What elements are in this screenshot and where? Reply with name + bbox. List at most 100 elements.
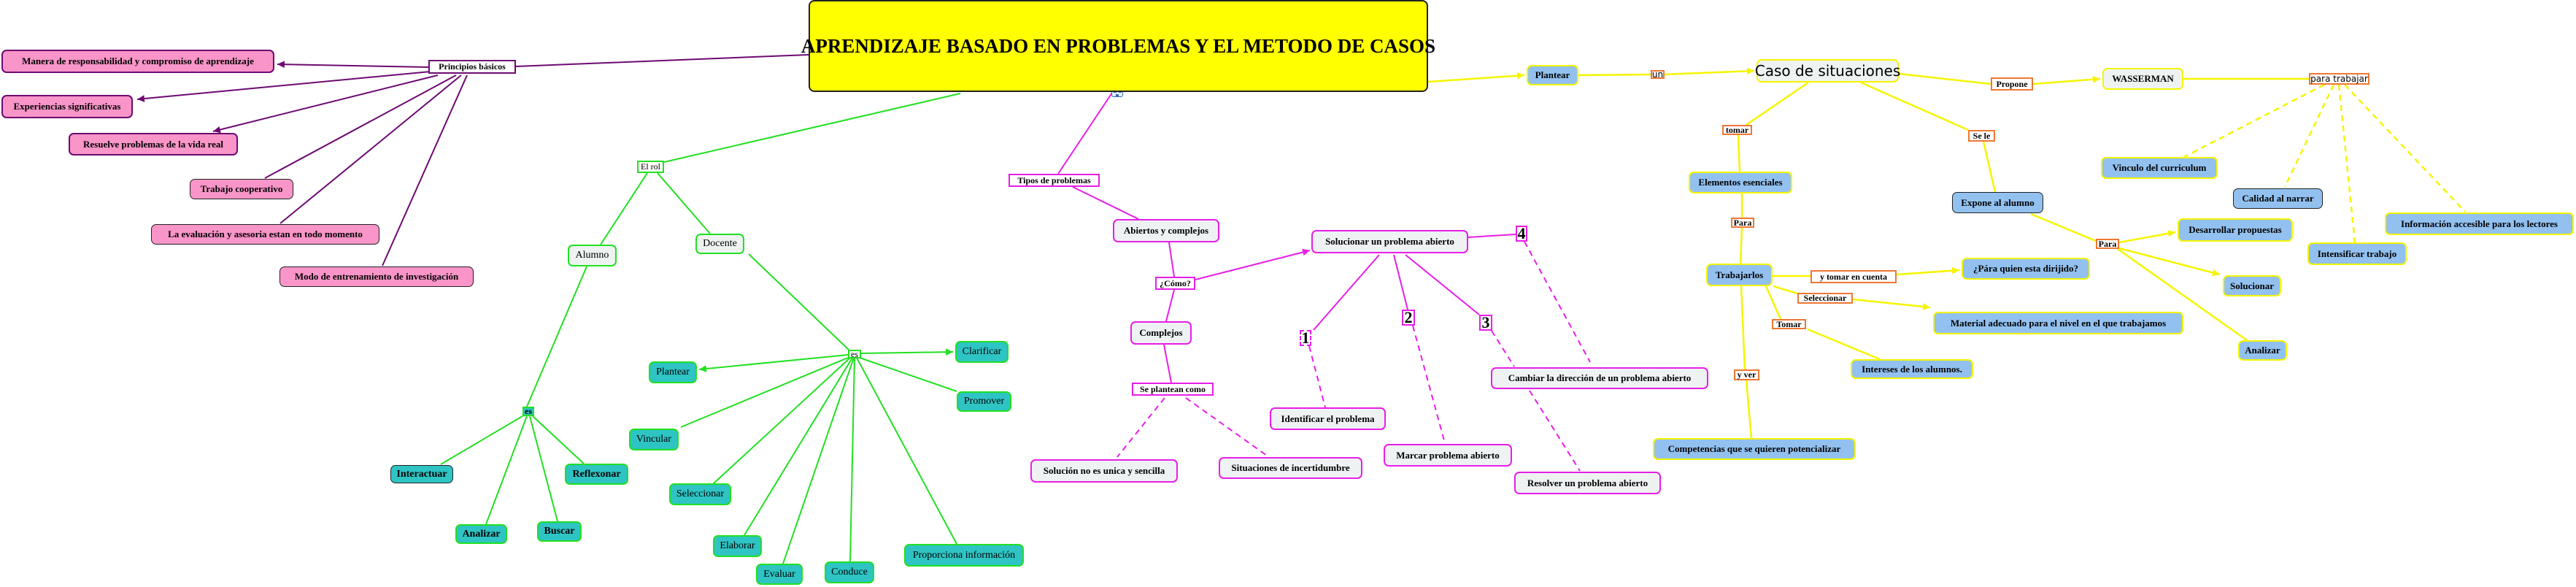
wasserman-item[interactable]: Calidad al narrar — [2233, 188, 2323, 209]
connector-line — [1860, 81, 1969, 131]
connector-line — [1072, 186, 1139, 220]
step-node[interactable]: Identificar el problema — [1270, 407, 1386, 430]
connector-line — [1896, 269, 1960, 276]
competencias-node[interactable]: Competencias que se quieren potencializa… — [1653, 438, 1856, 460]
arrowhead-icon — [1516, 72, 1524, 80]
step-node[interactable]: Marcar problema abierto — [1384, 444, 1512, 467]
complejos-node[interactable]: Complejos — [1130, 321, 1192, 345]
docente-item[interactable]: Vincular — [629, 429, 679, 450]
connector-line — [663, 93, 961, 163]
y-tomar-label: y tomar en cuenta — [1810, 270, 1897, 283]
plantean-item[interactable]: Situaciones de incertidumbre — [1219, 457, 1362, 479]
caso-node[interactable]: Caso de situaciones — [1755, 59, 1900, 83]
alumno-node[interactable]: Alumno — [568, 245, 617, 266]
alumno-item[interactable]: Interactuar — [390, 465, 453, 483]
se-plantean-label: Se plantean como — [1132, 383, 1214, 396]
connector-line — [744, 357, 853, 536]
principio-node[interactable]: Resuelve problemas de la vida real — [69, 133, 238, 156]
connector-line — [713, 357, 851, 484]
wasserman-node[interactable]: WASSERMAN — [2102, 68, 2183, 90]
docente-item[interactable]: Evaluar — [756, 564, 803, 585]
arrowhead-icon — [213, 126, 221, 134]
docente-node[interactable]: Docente — [695, 234, 744, 254]
principio-node[interactable]: Experiencias significativas — [1, 95, 133, 118]
solucionar-node[interactable]: Solucionar un problema abierto — [1311, 230, 1468, 253]
es-label: es — [522, 406, 534, 416]
alumno-item[interactable]: Buscar — [537, 521, 582, 542]
dashed-connector — [1529, 390, 1581, 472]
arrowhead-icon — [1951, 266, 1959, 275]
step-node[interactable]: Resolver un problema abierto — [1514, 472, 1661, 494]
plantear-node[interactable]: Plantear — [1527, 65, 1578, 85]
alumno-item[interactable]: Reflexonar — [565, 464, 628, 485]
connector-line — [1405, 254, 1480, 315]
connector-line — [680, 357, 849, 428]
elementos-node[interactable]: Elementos esenciales — [1689, 172, 1792, 193]
wasserman-item[interactable]: Intensificar trabajo — [2307, 242, 2407, 265]
connector-line — [600, 172, 648, 245]
connector-line — [277, 64, 429, 68]
para-trabajar-label: para trabajar — [2309, 73, 2369, 85]
docente-item[interactable]: Proporciona información — [904, 544, 1024, 567]
expone-node[interactable]: Expone al alumno — [1952, 192, 2043, 213]
docente-item[interactable]: Conduce — [825, 561, 874, 583]
material-node[interactable]: Material adecuado para el nivel en el qu… — [1933, 312, 2183, 334]
abiertos-node[interactable]: Abiertos y complejos — [1113, 219, 1219, 242]
connector-line — [136, 71, 431, 100]
connector-line — [382, 74, 468, 266]
expone-item[interactable]: Solucionar — [2223, 275, 2281, 296]
dashed-connector — [1524, 241, 1591, 363]
connector-line — [782, 357, 855, 564]
arrowhead-icon — [137, 95, 145, 102]
connector-line — [2030, 212, 2097, 242]
connector-line — [1746, 81, 1809, 126]
connector-line — [1165, 289, 1175, 322]
trabajarlos-node[interactable]: Trabajarlos — [1706, 264, 1773, 286]
wasserman-item[interactable]: Vinculo del curriculum — [2101, 157, 2218, 179]
connector-line — [1427, 74, 1525, 83]
tipos-label: Tipos de problemas — [1009, 174, 1100, 187]
expone-item[interactable]: Desarrollar propuestas — [2178, 218, 2293, 242]
docente-item[interactable]: Elaborar — [713, 535, 762, 557]
arrowhead-icon — [699, 365, 707, 372]
principio-node[interactable]: La evaluación y asesoria estan en todo m… — [151, 224, 379, 245]
docente-item[interactable]: Seleccionar — [669, 483, 731, 505]
wasserman-item[interactable]: Información accesible para los lectores — [2385, 212, 2574, 235]
expone-item[interactable]: Analizar — [2238, 340, 2287, 361]
connector-line — [1664, 69, 1755, 76]
step-node[interactable]: Cambiar la dirección de un problema abie… — [1491, 367, 1708, 389]
connector-line — [212, 74, 439, 132]
connector-line — [849, 357, 855, 562]
principio-node[interactable]: Modo de entrenamiento de investigación — [279, 266, 474, 287]
principio-node[interactable]: Manera de responsabilidad y compromiso d… — [1, 50, 274, 73]
docente-item[interactable]: Promover — [957, 391, 1011, 412]
se-le-label: Se le — [1968, 130, 1995, 142]
connector-line — [1807, 328, 1881, 361]
dashed-connector — [1491, 330, 1515, 367]
alumno-item[interactable]: Analizar — [455, 524, 507, 544]
para-quien-node[interactable]: ¿Pára quien esta dirijido? — [1962, 258, 2090, 280]
tomar-label: Tomar — [1772, 319, 1806, 329]
seleccionar-label: Seleccionar — [1797, 293, 1853, 304]
docente-item[interactable]: Clarificar — [955, 341, 1009, 363]
tomar-label: tomar — [1722, 125, 1752, 135]
connector-line — [1852, 298, 1931, 309]
como-label: ¿Cómo? — [1155, 277, 1195, 290]
connector-line — [859, 357, 957, 392]
connector-line — [1898, 72, 1991, 85]
connector-line — [279, 74, 462, 224]
dashed-connector — [2344, 84, 2466, 212]
principio-node[interactable]: Trabajo cooperativo — [190, 179, 293, 199]
dashed-connector — [1117, 397, 1165, 458]
connector-line — [860, 351, 954, 354]
intereses-node[interactable]: Intereses de los alumnos. — [1851, 359, 1973, 379]
connector-line — [1982, 141, 1997, 193]
plantean-item[interactable]: Solución no es unica y sencilla — [1030, 459, 1178, 483]
docente-item[interactable]: Plantear — [649, 361, 697, 383]
connector-line — [515, 54, 809, 67]
dashed-connector — [1185, 397, 1268, 456]
arrowhead-icon — [2212, 269, 2220, 277]
para-label: Para — [1731, 218, 1754, 228]
dashed-connector — [2337, 84, 2356, 243]
connector-line — [1313, 254, 1380, 331]
